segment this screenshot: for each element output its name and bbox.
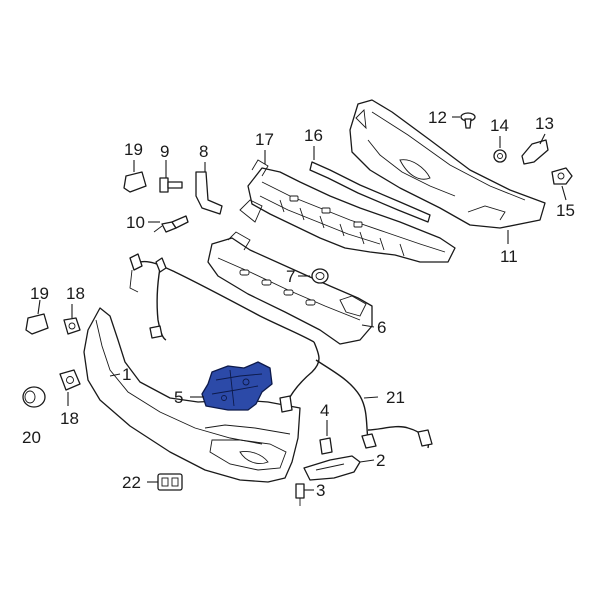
sensor-18-upper-part [63,317,81,335]
wiring-harness-21 [279,341,433,449]
connector-22-part [157,473,183,491]
grille-support-part [239,159,456,263]
callout-11: 11 [500,247,518,266]
callout-18-upper: 18 [66,284,85,303]
bracket-13-part [521,139,549,165]
sensor-15-part [551,167,573,185]
callout-14: 14 [490,116,509,135]
callout-6: 6 [377,318,386,337]
bracket-8-part [195,171,223,215]
callout-16: 16 [304,126,323,145]
callout-2: 2 [376,451,385,470]
callout-10: 10 [126,213,145,232]
screw-10-part [153,215,189,233]
callout-13: 13 [535,114,554,133]
callout-17: 17 [255,130,274,149]
callout-3: 3 [316,481,325,500]
callout-19-lower: 19 [30,284,49,303]
clip-19-lower-part [25,313,49,335]
callout-1: 1 [122,365,131,384]
clip-4-part [319,437,333,455]
reinforcement-part [207,231,373,345]
bracket-highlighted-part [201,361,273,411]
push-pin-12-part [460,112,476,129]
callout-9: 9 [160,142,169,161]
clip-19-upper-part [123,171,147,193]
callout-20: 20 [22,428,41,447]
bolt-3-part [295,483,305,506]
bolt-9-part [159,177,183,193]
callout-8: 8 [199,142,208,161]
bracket-2-part [303,455,361,481]
callout-19-upper: 19 [124,140,143,159]
upper-fascia-part [349,99,546,229]
sensor-18-lower-part [59,369,81,391]
nut-14-part [493,149,507,163]
moulding-strip-part [309,161,431,223]
leader-lines [37,116,567,491]
callout-7: 7 [286,267,295,286]
callout-5: 5 [174,388,183,407]
callout-18-lower: 18 [60,409,79,428]
grommet-part [311,268,329,284]
parking-sensor-20-part [22,386,46,408]
callout-12: 12 [428,108,447,127]
wiring-harness-left [129,253,315,343]
callout-4: 4 [320,401,329,420]
callouts: 1 2 3 4 5 6 7 8 9 10 11 12 13 14 15 16 1… [22,108,575,500]
bumper-cover-part [83,307,301,483]
callout-15: 15 [556,201,575,220]
callout-22: 22 [122,473,141,492]
callout-21: 21 [386,388,405,407]
